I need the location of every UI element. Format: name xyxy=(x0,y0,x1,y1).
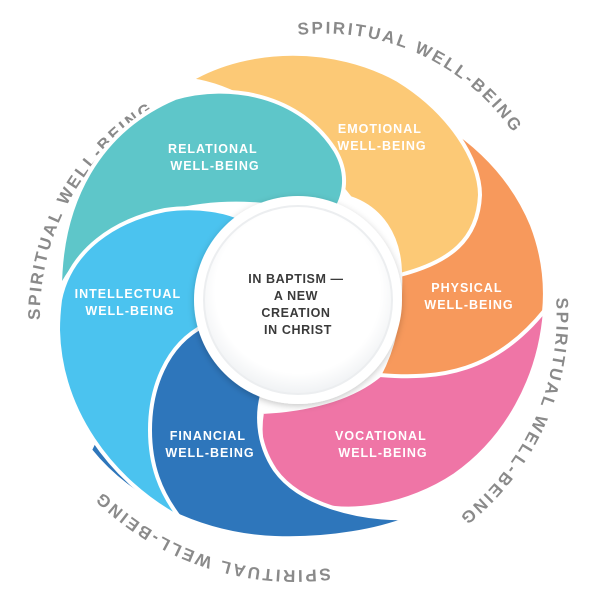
center-circle: IN BAPTISM — A NEW CREATION IN CHRIST xyxy=(194,196,402,404)
segment-intellectual xyxy=(55,206,245,520)
label-physical: PHYSICAL WELL-BEING xyxy=(424,281,513,312)
center-text: IN BAPTISM — A NEW CREATION IN CHRIST xyxy=(248,272,347,337)
label-financial: FINANCIAL WELL-BEING xyxy=(165,429,254,460)
label-intellectual: INTELLECTUAL WELL-BEING xyxy=(75,287,186,318)
label-vocational: VOCATIONAL WELL-BEING xyxy=(335,429,431,460)
label-emotional: EMOTIONAL WELL-BEING xyxy=(337,122,426,153)
center-inner-disc xyxy=(203,205,393,395)
segment-vocational xyxy=(258,303,548,511)
segments xyxy=(55,51,548,541)
label-relational: RELATIONAL WELL-BEING xyxy=(168,142,262,173)
